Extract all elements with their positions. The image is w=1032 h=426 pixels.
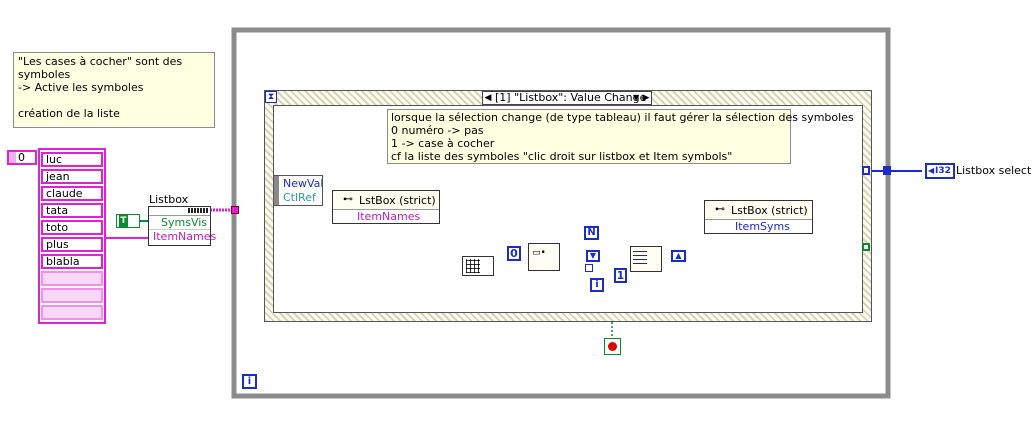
- while-output-tunnel: [883, 166, 891, 175]
- event-data-ctlref[interactable]: CtlRef: [283, 191, 316, 204]
- numeric-constant-zero[interactable]: 0: [507, 246, 521, 261]
- key-icon: ⊷: [343, 194, 353, 205]
- array-element[interactable]: blabla: [41, 254, 103, 269]
- property-syms-vis[interactable]: SymsVis: [149, 216, 210, 230]
- boolean-constant-value: T: [119, 215, 128, 227]
- refnum-output-terminal: [231, 206, 239, 214]
- array-index-arrows[interactable]: [9, 152, 16, 163]
- array-element-empty[interactable]: [41, 271, 103, 286]
- event-timeout-tunnel: [862, 243, 870, 251]
- i32-indicator[interactable]: ◀ I32: [925, 163, 955, 179]
- lstbox1-prop[interactable]: ItemNames: [357, 210, 421, 223]
- indicator-label: Listbox selection: [956, 164, 1032, 177]
- comment-inner-line1: lorsque la sélection change (de type tab…: [391, 111, 854, 124]
- indicator-arrow-icon: ◀: [928, 166, 935, 175]
- selector-left-arrow[interactable]: ◀: [484, 93, 492, 103]
- selector-right-arrow[interactable]: ▶: [642, 93, 650, 103]
- array-element[interactable]: jean: [41, 169, 103, 184]
- array-subset-icon[interactable]: ▭•: [528, 243, 560, 271]
- lstbox-property-node-1[interactable]: ⊷ LstBox (strict) ItemNames: [332, 190, 440, 224]
- array-element[interactable]: plus: [41, 237, 103, 252]
- event-case-label: [1] "Listbox": Value Change: [495, 91, 647, 104]
- for-loop-tunnel[interactable]: ▼: [586, 250, 600, 262]
- array-element-empty[interactable]: [41, 305, 103, 320]
- array-index-value: 0: [18, 151, 25, 164]
- event-output-tunnel: [862, 166, 870, 175]
- property-node[interactable]: SymsVis ItemNames: [148, 206, 217, 246]
- comment-left-line2: -> Active les symboles: [18, 81, 144, 94]
- comment-left: "Les cases à cocher" sont des symboles -…: [13, 52, 215, 128]
- numeric-constant-one[interactable]: 1: [614, 268, 627, 283]
- lstbox2-class: LstBox (strict): [731, 204, 808, 217]
- while-loop-iteration-terminal: i: [242, 374, 257, 389]
- comment-inner-line3: 1 -> case à cocher: [391, 137, 495, 150]
- lstbox1-header: ⊷ LstBox (strict): [333, 191, 439, 210]
- event-data-node[interactable]: NewVal CtlRef: [273, 175, 323, 206]
- indicator-type: I32: [935, 166, 951, 176]
- comment-left-line3: [18, 94, 210, 107]
- property-node-header: [149, 207, 210, 216]
- selector-dropdown-icon[interactable]: ▼: [633, 93, 640, 102]
- lstbox1-class: LstBox (strict): [359, 194, 436, 207]
- while-loop-stop-terminal[interactable]: [604, 338, 621, 355]
- array-element[interactable]: claude: [41, 186, 103, 201]
- for-loop-index-mini: [585, 264, 593, 272]
- replace-array-subset-icon[interactable]: [630, 246, 662, 272]
- comment-left-line1: "Les cases à cocher" sont des symboles: [18, 55, 183, 81]
- property-node-label: Listbox: [149, 193, 189, 206]
- event-data-node-bar: [274, 176, 279, 205]
- boolean-constant[interactable]: T: [116, 214, 140, 228]
- lstbox-property-node-2[interactable]: ⊷ LstBox (strict) ItemSyms: [704, 200, 813, 234]
- event-hourglass-icon: ⧗: [265, 91, 277, 103]
- comment-inner: lorsque la sélection change (de type tab…: [387, 109, 854, 164]
- comment-left-line4: création de la liste: [18, 107, 120, 120]
- event-data-newval[interactable]: NewVal: [283, 177, 324, 190]
- stop-icon: [608, 342, 617, 351]
- shift-register-icon[interactable]: ▲: [671, 250, 686, 262]
- array-grid-icon: [633, 250, 647, 264]
- lstbox2-prop[interactable]: ItemSyms: [735, 220, 790, 233]
- event-case-selector[interactable]: ◀ [1] "Listbox": Value Change ▼ ▶: [482, 91, 652, 105]
- array-element[interactable]: luc: [41, 152, 103, 167]
- array-subset-glyph: ▭•: [532, 248, 546, 258]
- array-index-control[interactable]: 0: [7, 150, 37, 165]
- for-loop-count-terminal[interactable]: N: [584, 226, 599, 240]
- comment-inner-line2: 0 numéro -> pas: [391, 124, 484, 137]
- key-icon: ⊷: [715, 204, 725, 215]
- array-element-empty[interactable]: [41, 288, 103, 303]
- array-element[interactable]: tata: [41, 203, 103, 218]
- array-element[interactable]: toto: [41, 220, 103, 235]
- for-loop-iteration-terminal: i: [590, 278, 604, 292]
- refnum-icon: [188, 208, 208, 213]
- comment-inner-line4: cf la liste des symboles "clic droit sur…: [391, 150, 733, 163]
- lstbox2-header: ⊷ LstBox (strict): [705, 201, 812, 220]
- array-grid-icon: [466, 259, 480, 273]
- property-item-names[interactable]: ItemNames: [153, 230, 217, 243]
- transpose-array-icon[interactable]: [462, 256, 494, 276]
